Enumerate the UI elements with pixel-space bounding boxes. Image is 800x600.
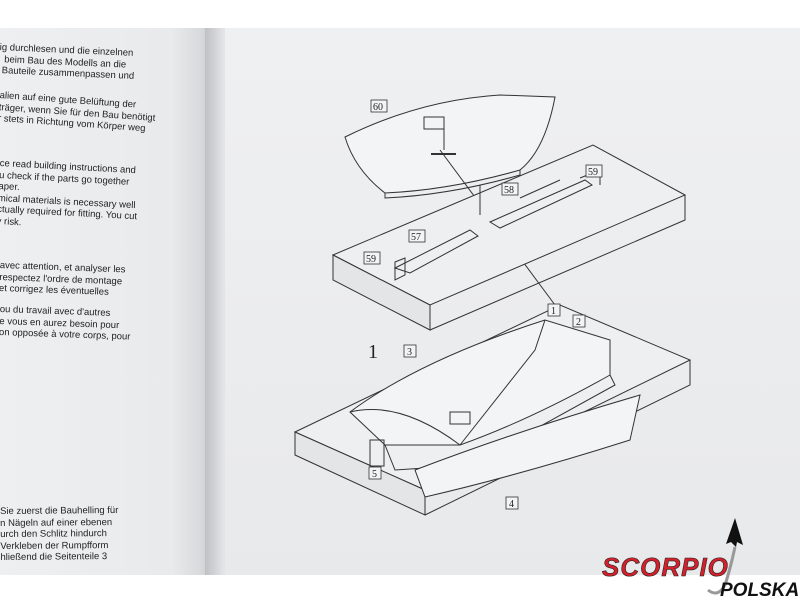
part-label: 59 bbox=[366, 254, 376, 265]
booklet-photo: ig durchlesen und die einzelnen beim Bau… bbox=[0, 28, 800, 575]
deck-part-60 bbox=[344, 94, 556, 306]
hull-mold bbox=[349, 319, 641, 498]
logo-text-sub: POLSKA bbox=[720, 580, 799, 600]
scorpion-tail-icon bbox=[726, 518, 743, 547]
part-label: 2 bbox=[576, 317, 581, 328]
part-label: 1 bbox=[551, 306, 556, 317]
scorpio-polska-logo: SCORPIO POLSKA bbox=[602, 518, 799, 600]
left-page: ig durchlesen und die einzelnen beim Bau… bbox=[0, 28, 215, 575]
part-label: 60 bbox=[373, 102, 383, 113]
step-number: 1 bbox=[368, 341, 378, 363]
part-label: 59 bbox=[588, 167, 598, 178]
part-label: 5 bbox=[372, 469, 377, 480]
part-label: 4 bbox=[509, 499, 514, 510]
assembly-diagram: 60 59 58 57 59 1 2 3 4 5 1 bbox=[293, 94, 692, 516]
logo-text-main: SCORPIO bbox=[602, 552, 729, 582]
building-board bbox=[331, 144, 687, 331]
part-label: 57 bbox=[411, 232, 421, 243]
part-label: 58 bbox=[504, 185, 514, 196]
part-label: 3 bbox=[407, 347, 412, 358]
